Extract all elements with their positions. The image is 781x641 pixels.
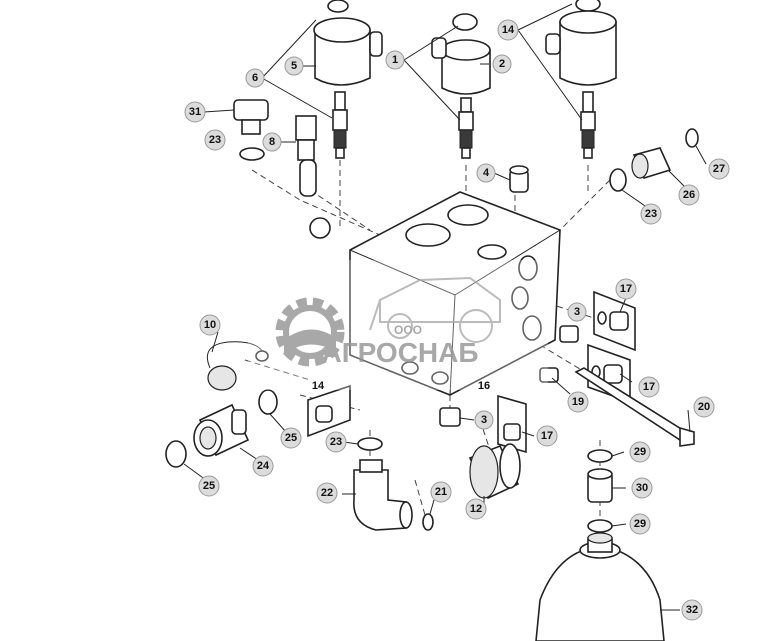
callout-27: 27 [708, 158, 730, 180]
svg-text:29: 29 [634, 518, 646, 530]
callout-22-right: 23 [640, 203, 662, 225]
svg-text:21: 21 [435, 486, 447, 498]
solenoid-coil-middle [431, 13, 491, 159]
partial-label-14: 14 [312, 380, 325, 392]
svg-text:25: 25 [285, 432, 297, 444]
accumulator-32 [535, 532, 665, 641]
svg-text:4: 4 [483, 167, 490, 179]
callout-23: 24 [252, 455, 274, 477]
svg-text:24: 24 [257, 460, 270, 472]
svg-text:22: 22 [321, 487, 333, 499]
harvester-icon [369, 276, 501, 343]
callout-3-upper: 3 [567, 302, 587, 322]
svg-text:6: 6 [252, 72, 258, 84]
svg-text:17: 17 [643, 381, 655, 393]
plug-14-bottom [497, 394, 527, 454]
svg-text:2: 2 [499, 58, 505, 70]
callout-21: 21 [430, 481, 452, 503]
svg-text:3: 3 [574, 306, 580, 318]
callout-6: 5 [284, 56, 304, 76]
partial-label-16: 16 [478, 380, 490, 392]
fitting-11 [468, 443, 521, 500]
plug-4 [509, 165, 529, 193]
part-17 [539, 367, 559, 383]
callout-14-lower: 17 [638, 376, 660, 398]
callout-10: 10 [199, 314, 221, 336]
solenoid-coil-right [545, 0, 617, 159]
svg-text:32: 32 [686, 604, 698, 616]
svg-text:17: 17 [541, 430, 553, 442]
callout-17: 19 [567, 391, 589, 413]
callout-32: 32 [681, 599, 703, 621]
svg-text:23: 23 [330, 436, 342, 448]
callout-22-lower: 23 [325, 431, 347, 453]
callout-11: 12 [465, 498, 487, 520]
fitting-26 [609, 128, 699, 192]
svg-text:8: 8 [269, 136, 275, 148]
callout-20: 22 [316, 482, 338, 504]
plug-31 [233, 99, 269, 161]
callout-19: 20 [693, 396, 715, 418]
svg-text:23: 23 [209, 134, 221, 146]
svg-text:27: 27 [713, 163, 725, 175]
svg-text:20: 20 [698, 401, 710, 413]
callout-5: 6 [245, 68, 265, 88]
svg-text:5: 5 [291, 60, 297, 72]
fitting-30 [587, 449, 613, 533]
svg-text:19: 19 [572, 396, 584, 408]
callout-31: 31 [184, 101, 206, 123]
callout-22-top: 23 [204, 129, 226, 151]
callout-4: 4 [476, 163, 496, 183]
watermark-logo: ООО АГРОСНАБ [248, 260, 548, 390]
callout-1: 1 [385, 50, 405, 70]
callout-26: 26 [678, 184, 700, 206]
svg-text:14: 14 [502, 24, 515, 36]
cartridge-8 [295, 115, 317, 197]
callout-8: 8 [262, 132, 282, 152]
callout-3-lower: 3 [474, 410, 494, 430]
fitting-23 [165, 389, 278, 468]
svg-text:10: 10 [204, 319, 216, 331]
leader-lines [183, 3, 707, 611]
svg-text:31: 31 [189, 106, 201, 118]
svg-text:17: 17 [620, 283, 632, 295]
svg-text:29: 29 [634, 446, 646, 458]
callout-30: 30 [631, 477, 653, 499]
callout-29-upper: 29 [629, 441, 651, 463]
svg-text:1: 1 [392, 54, 398, 66]
plug-14-upper [593, 290, 636, 352]
cap-10 [206, 341, 269, 391]
svg-text:3: 3 [481, 414, 487, 426]
solenoid-coil-left [313, 0, 383, 159]
plug-3-lower [439, 407, 461, 427]
callout-24: 25 [198, 475, 220, 497]
callout-25: 25 [280, 427, 302, 449]
seal-22-lower [357, 437, 383, 451]
valve-block [349, 191, 561, 396]
callout-29-lower: 29 [629, 513, 651, 535]
callout-14-upper: 17 [615, 278, 637, 300]
small-plug-left [309, 217, 331, 239]
svg-text:26: 26 [683, 189, 695, 201]
watermark-company-prefix: ООО [394, 323, 422, 337]
svg-text:23: 23 [645, 208, 657, 220]
callout-12: 14 [497, 19, 519, 41]
svg-text:25: 25 [203, 480, 215, 492]
bolt-19 [574, 367, 695, 447]
svg-text:30: 30 [636, 482, 648, 494]
gear-icon [275, 297, 345, 367]
callout-2: 2 [492, 54, 512, 74]
callout-14-bottom: 17 [536, 425, 558, 447]
svg-text:12: 12 [470, 503, 482, 515]
plug-3-upper [559, 325, 579, 343]
plug-14-middle [307, 384, 351, 438]
watermark-company-name: АГРОСНАБ [322, 337, 479, 368]
elbow-20 [353, 459, 434, 531]
